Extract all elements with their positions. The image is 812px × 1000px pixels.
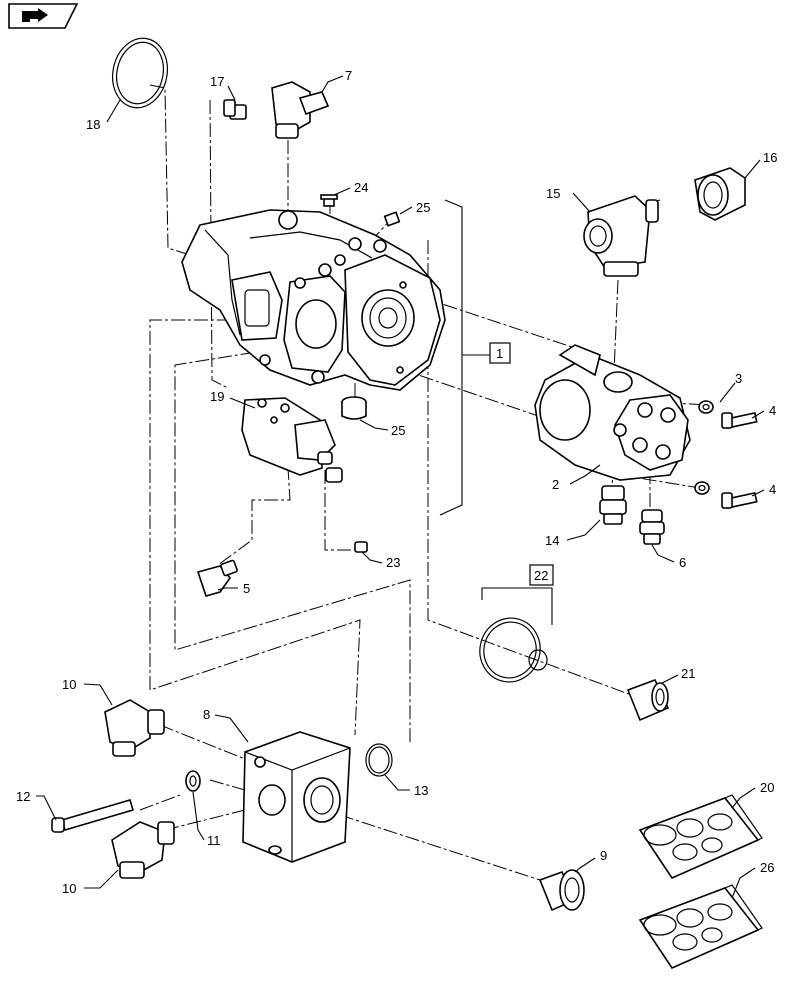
part-16-nut (694, 167, 746, 221)
part-26-seal-kit-bag (638, 884, 763, 970)
callout-25-lower: 25 (391, 423, 405, 438)
callout-13: 13 (414, 783, 428, 798)
callout-7: 7 (345, 68, 352, 83)
part-21-bushing (626, 678, 670, 722)
part-12-bolt (51, 799, 134, 833)
callout-1: 1 (496, 346, 503, 361)
part-22-seal (479, 587, 553, 683)
part-18-o-ring (112, 37, 168, 109)
callout-4-lower: 4 (769, 482, 776, 497)
callout-10-lower: 10 (62, 881, 76, 896)
callout-2: 2 (552, 477, 559, 492)
callout-labels: 18 17 7 24 25 15 16 1 19 25 3 4 2 4 14 6… (16, 68, 777, 896)
item-1-bracket (439, 199, 490, 516)
callout-21: 21 (681, 666, 695, 681)
part-10-elbow-lower (111, 821, 175, 879)
part-25-plug-lower (341, 396, 367, 420)
callout-22: 22 (534, 568, 548, 583)
part-6-fitting (639, 509, 665, 545)
callout-26: 26 (760, 860, 774, 875)
part-20-seal-kit-bag (638, 794, 763, 880)
callout-25-top: 25 (416, 200, 430, 215)
callout-23: 23 (386, 555, 400, 570)
callout-22-box (529, 564, 554, 586)
leader-lines (36, 75, 765, 899)
callout-3: 3 (735, 371, 742, 386)
callout-5: 5 (243, 581, 250, 596)
callout-4-upper: 4 (769, 403, 776, 418)
main-pump-housing (181, 209, 446, 391)
part-10-elbow-upper (104, 699, 165, 757)
callout-16: 16 (763, 150, 777, 165)
part-4-bolt-upper (721, 412, 758, 429)
callout-8: 8 (203, 707, 210, 722)
part-15-elbow-fitting (583, 195, 659, 277)
part-11-washer (185, 770, 201, 792)
callout-1-box (489, 342, 511, 364)
callout-19: 19 (210, 389, 224, 404)
part-2-gear-pump (534, 344, 691, 481)
page-forward-icon[interactable] (8, 3, 79, 29)
callout-12: 12 (16, 789, 30, 804)
part-17-bolt (223, 99, 247, 120)
callout-10-upper: 10 (62, 677, 76, 692)
callout-14: 14 (545, 533, 559, 548)
part-14-fitting (599, 485, 627, 525)
callout-6: 6 (679, 555, 686, 570)
part-24-plug (320, 194, 338, 207)
callout-9: 9 (600, 848, 607, 863)
part-23-plug (354, 541, 368, 553)
callout-15: 15 (546, 186, 560, 201)
part-5-elbow-fitting (196, 559, 238, 597)
part-13-o-ring (365, 743, 393, 777)
part-25-plug-top (383, 211, 401, 227)
part-3-washer-lower (694, 481, 710, 495)
part-4-bolt-lower (721, 492, 758, 509)
callout-17: 17 (210, 74, 224, 89)
callout-18: 18 (86, 117, 100, 132)
part-7-elbow-fitting (271, 81, 330, 139)
part-9-fitting (538, 869, 585, 912)
part-3-washer (698, 400, 714, 414)
callout-20: 20 (760, 780, 774, 795)
callout-24: 24 (354, 180, 368, 195)
callout-11: 11 (207, 833, 221, 848)
part-8-manifold-block (242, 731, 351, 863)
part-19-valve-block (241, 397, 343, 483)
